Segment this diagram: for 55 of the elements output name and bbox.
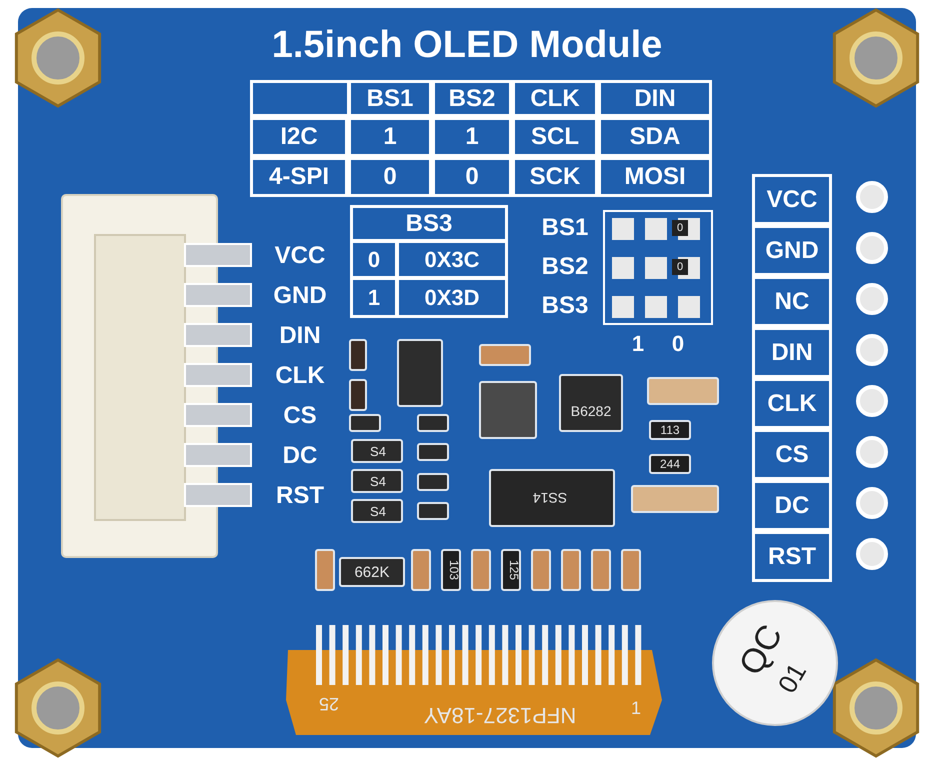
component-marking: 103 xyxy=(446,558,462,582)
component-marking: 662K xyxy=(353,562,391,582)
component-marking: S4 xyxy=(369,502,387,520)
component-marking: 0 xyxy=(676,221,684,236)
jumper-label: BS2 xyxy=(540,252,590,282)
table-cell: BS2 xyxy=(432,80,512,117)
table-cell: SDA xyxy=(598,117,712,157)
table-cell: MOSI xyxy=(598,157,712,197)
pin-label: CLK xyxy=(752,378,832,429)
pin-label: DIN xyxy=(278,321,322,351)
pin-label: CS xyxy=(282,401,318,431)
component-marking: 0 xyxy=(676,260,684,275)
table-cell: SCL xyxy=(512,117,598,157)
pin-label: CLK xyxy=(274,361,326,391)
pin-label: DC xyxy=(282,441,318,471)
pin-label: VCC xyxy=(274,241,326,271)
component-marking: NFP1327-18AY xyxy=(422,702,578,728)
pin-label: NC xyxy=(752,276,832,327)
table-cell: SCK xyxy=(512,157,598,197)
jumper-label: BS1 xyxy=(540,213,590,243)
jumper-label: BS3 xyxy=(540,291,590,321)
table-cell: 1 xyxy=(348,117,432,157)
jumper-label: 1 xyxy=(630,330,646,358)
table-cell: 0 xyxy=(432,157,512,197)
jumper-label: 0 xyxy=(670,330,686,358)
component-marking: S4 xyxy=(369,472,387,490)
pin-label: RST xyxy=(752,531,832,582)
component-marking: S4 xyxy=(369,442,387,460)
table-cell: I2C xyxy=(250,117,348,157)
pin-label: DC xyxy=(752,480,832,531)
pin-label: CS xyxy=(752,429,832,480)
pin-label: GND xyxy=(272,281,328,311)
table-cell: 0X3C xyxy=(396,240,508,279)
table-cell: 4-SPI xyxy=(250,157,348,197)
table-cell: BS3 xyxy=(350,205,508,242)
board-title: 1.5inch OLED Module xyxy=(270,22,664,68)
table-cell: 0X3D xyxy=(396,277,508,318)
component-marking: 125 xyxy=(506,558,522,582)
table-cell: 1 xyxy=(432,117,512,157)
pin-label: GND xyxy=(752,225,832,276)
table-cell: CLK xyxy=(512,80,598,117)
pin-label: RST xyxy=(275,481,325,511)
table-cell: 0 xyxy=(350,240,398,279)
component-marking: SS14 xyxy=(532,489,568,508)
pin-label: DIN xyxy=(752,327,832,378)
table-cell: DIN xyxy=(598,80,712,117)
pin-label: VCC xyxy=(752,174,832,225)
component-marking: B6282 xyxy=(570,402,612,420)
component-marking: 244 xyxy=(658,456,682,473)
component-marking: 25 xyxy=(318,694,340,716)
table-cell: BS1 xyxy=(348,80,432,117)
table-cell: 1 xyxy=(350,277,398,318)
component-marking: 1 xyxy=(630,696,642,720)
component-marking: 113 xyxy=(659,422,681,439)
table-cell: 0 xyxy=(348,157,432,197)
